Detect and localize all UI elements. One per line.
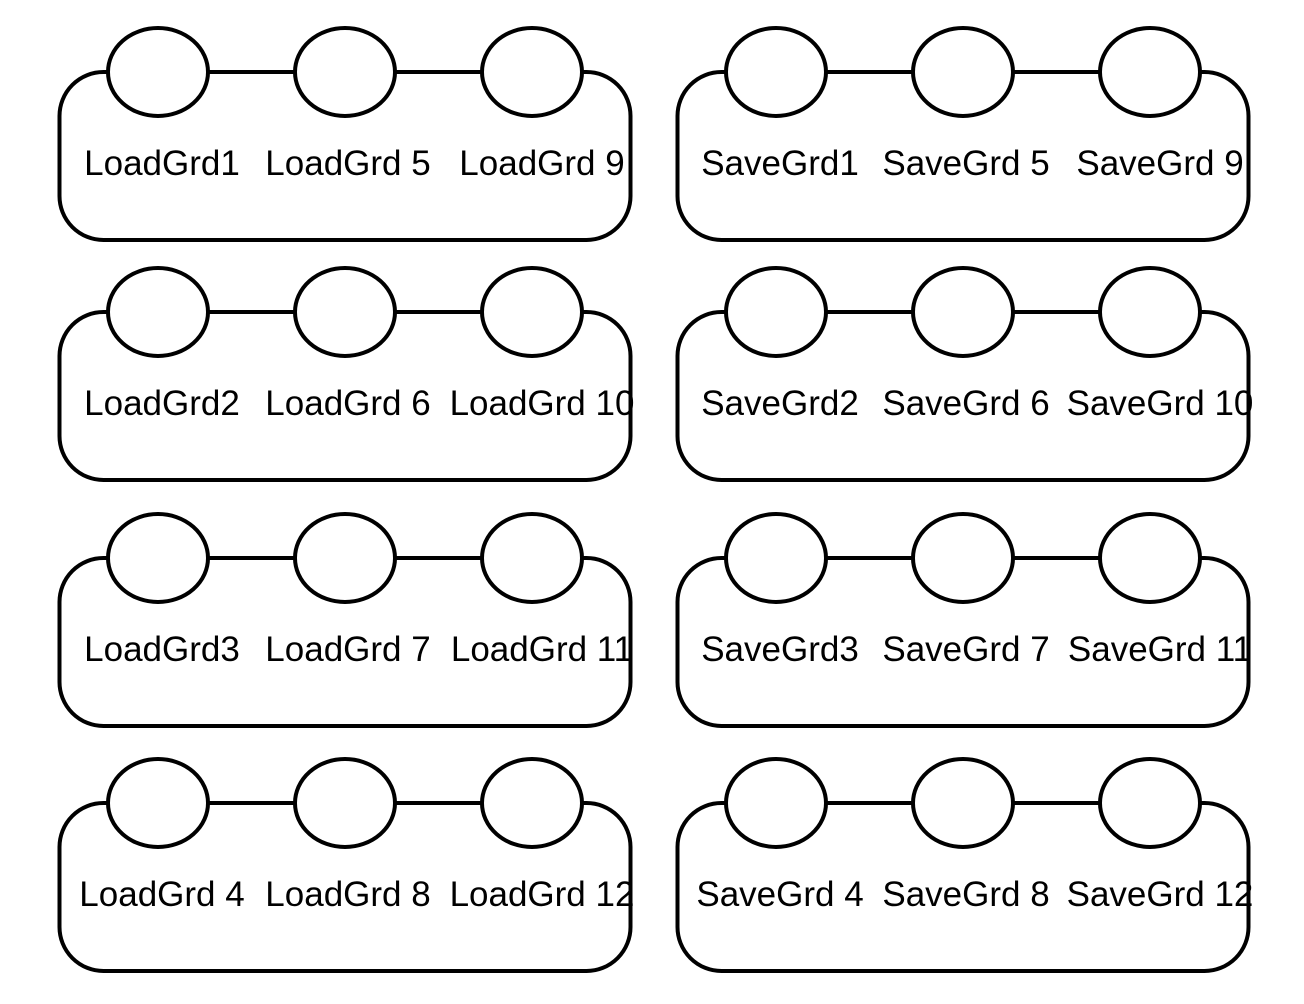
load-slot-circle[interactable] [106, 757, 210, 849]
load-grid-panel-2: LoadGrd2 LoadGrd 6 LoadGrd 10 [57, 266, 635, 509]
load-slot-label: LoadGrd1 [84, 144, 240, 183]
load-grid-panel-1: LoadGrd1 LoadGrd 5 LoadGrd 9 [57, 26, 633, 269]
load-slot-label: LoadGrd 11 [450, 630, 634, 669]
save-slot-circle[interactable] [911, 266, 1015, 358]
load-slot-label: LoadGrd3 [84, 630, 240, 669]
load-slot-label: LoadGrd 7 [265, 630, 431, 669]
load-grid-panel-3: LoadGrd3 LoadGrd 7 LoadGrd 11 [57, 512, 634, 755]
save-slot-circle[interactable] [724, 757, 828, 849]
save-slot-label: SaveGrd 9 [1076, 144, 1244, 183]
save-slot-circle[interactable] [911, 757, 1015, 849]
save-slot-circle[interactable] [724, 512, 828, 604]
load-slot-label: LoadGrd 10 [449, 384, 635, 423]
save-slot-circle[interactable] [1098, 266, 1202, 358]
load-slot-circle[interactable] [480, 26, 584, 118]
load-slot-label: LoadGrd 12 [449, 875, 635, 914]
load-slot-circle[interactable] [106, 512, 210, 604]
load-slot-circle[interactable] [480, 757, 584, 849]
load-slot-label: LoadGrd 4 [79, 875, 245, 914]
save-slot-label: SaveGrd 8 [882, 875, 1050, 914]
load-grid-panel-4: LoadGrd 4 LoadGrd 8 LoadGrd 12 [57, 757, 635, 1000]
load-slot-label: LoadGrd 6 [265, 384, 431, 423]
save-slot-label: SaveGrd 11 [1067, 630, 1253, 669]
load-slot-circle[interactable] [106, 26, 210, 118]
save-grid-panel-2: SaveGrd2 SaveGrd 6 SaveGrd 10 [675, 266, 1253, 509]
load-slot-circle[interactable] [480, 512, 584, 604]
save-slot-circle[interactable] [911, 512, 1015, 604]
save-slot-circle[interactable] [724, 266, 828, 358]
save-slot-label: SaveGrd 5 [882, 144, 1050, 183]
save-slot-circle[interactable] [1098, 512, 1202, 604]
save-slot-label: SaveGrd 7 [882, 630, 1050, 669]
save-slot-circle[interactable] [724, 26, 828, 118]
load-slot-circle[interactable] [293, 26, 397, 118]
load-slot-circle[interactable] [293, 512, 397, 604]
save-slot-label: SaveGrd 4 [696, 875, 864, 914]
save-grid-panel-3: SaveGrd3 SaveGrd 7 SaveGrd 11 [675, 512, 1253, 755]
load-slot-label: LoadGrd2 [84, 384, 240, 423]
save-slot-label: SaveGrd3 [701, 630, 859, 669]
load-slot-circle[interactable] [293, 266, 397, 358]
save-slot-circle[interactable] [911, 26, 1015, 118]
load-slot-label: LoadGrd 5 [265, 144, 431, 183]
save-slot-label: SaveGrd1 [701, 144, 859, 183]
save-slot-circle[interactable] [1098, 757, 1202, 849]
load-slot-label: LoadGrd 8 [265, 875, 431, 914]
save-slot-label: SaveGrd 10 [1066, 384, 1254, 423]
load-slot-circle[interactable] [480, 266, 584, 358]
save-slot-circle[interactable] [1098, 26, 1202, 118]
load-slot-circle[interactable] [293, 757, 397, 849]
load-slot-circle[interactable] [106, 266, 210, 358]
save-slot-label: SaveGrd 6 [882, 384, 1050, 423]
save-grid-panel-1: SaveGrd1 SaveGrd 5 SaveGrd 9 [675, 26, 1251, 269]
save-slot-label: SaveGrd2 [701, 384, 859, 423]
save-slot-label: SaveGrd 12 [1066, 875, 1254, 914]
save-grid-panel-4: SaveGrd 4 SaveGrd 8 SaveGrd 12 [675, 757, 1253, 1000]
load-slot-label: LoadGrd 9 [459, 144, 625, 183]
